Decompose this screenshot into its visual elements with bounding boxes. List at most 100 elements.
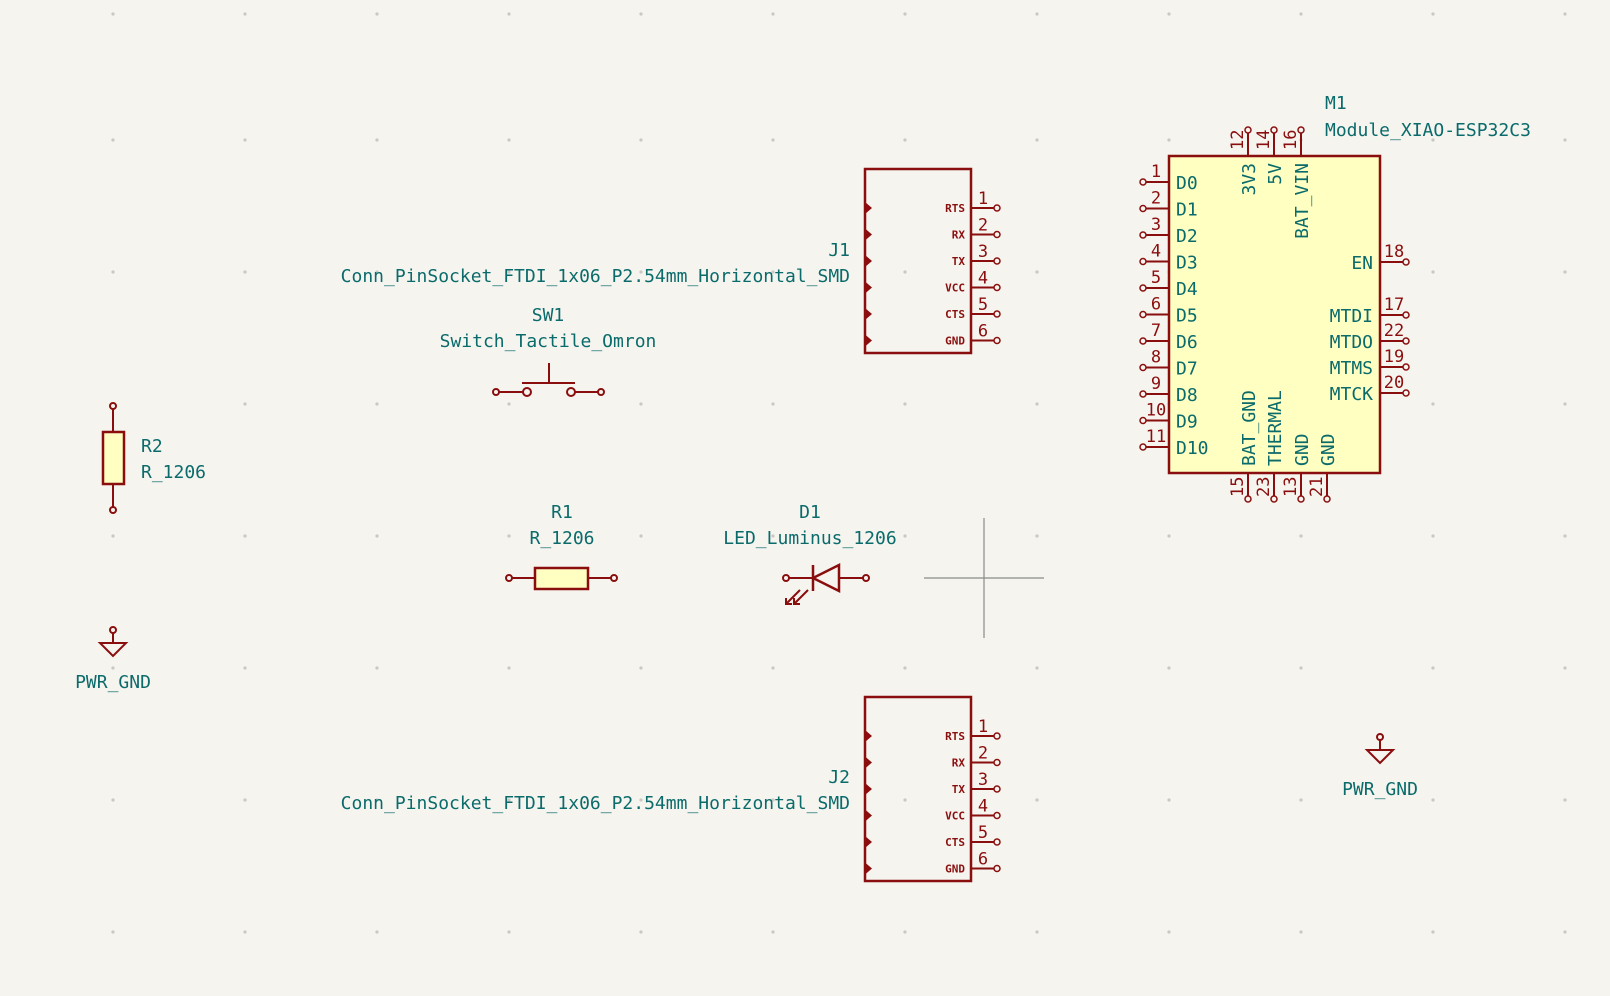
led-d1[interactable]: D1 LED_Luminus_1206 xyxy=(723,502,897,605)
pin-endpoint xyxy=(993,811,1001,820)
grid-dot xyxy=(1431,666,1435,670)
pin-endpoint xyxy=(993,283,1001,292)
grid-dot xyxy=(507,138,511,142)
pin-number: 9 xyxy=(1151,374,1161,394)
pin-name: MTMS xyxy=(1330,358,1373,379)
grid-dot xyxy=(243,798,247,802)
pin-number: 12 xyxy=(1228,130,1248,150)
pin-number: 4 xyxy=(978,797,988,817)
grid-dot xyxy=(1167,930,1171,934)
pin-number: 10 xyxy=(1146,401,1166,421)
pin-endpoint xyxy=(1139,443,1147,451)
grid-dot xyxy=(1035,534,1039,538)
grid-dot xyxy=(1299,666,1303,670)
pin-name: CTS xyxy=(945,836,965,849)
pin-endpoint xyxy=(993,864,1001,873)
grid-dot xyxy=(771,798,775,802)
sw1-reference: SW1 xyxy=(532,305,565,326)
r2-reference: R2 xyxy=(141,436,163,457)
grid-dot xyxy=(1035,12,1039,16)
socket-contact-icon xyxy=(865,255,872,267)
grid-dot xyxy=(639,666,643,670)
resistor-r2[interactable]: R2 R_1206 xyxy=(101,402,206,514)
grid-dot xyxy=(111,798,115,802)
pin-name: RX xyxy=(952,757,966,770)
grid-dot xyxy=(507,402,511,406)
grid-dot xyxy=(111,270,115,274)
grid-dot xyxy=(111,534,115,538)
pin-name: EN xyxy=(1351,253,1373,274)
power-ground-right[interactable]: PWR_GND xyxy=(1342,733,1418,800)
socket-contact-icon xyxy=(865,308,872,320)
module-m1[interactable]: M1 Module_XIAO-ESP32C3 1D02D13D24D35D46D… xyxy=(1139,93,1531,503)
grid-dot xyxy=(639,402,643,406)
pin-number: 6 xyxy=(978,850,988,870)
grid-dot xyxy=(507,534,511,538)
pin-name: GND xyxy=(945,863,965,876)
grid-dot xyxy=(1167,12,1171,16)
pin-number: 1 xyxy=(1151,162,1161,182)
pin-endpoint xyxy=(993,758,1001,767)
pin-name: GND xyxy=(1318,433,1339,466)
pin-name: MTDO xyxy=(1330,332,1373,353)
pin-number: 21 xyxy=(1307,477,1327,497)
grid-dot xyxy=(375,12,379,16)
pin-endpoint xyxy=(1139,363,1147,372)
pin-endpoint xyxy=(993,838,1001,846)
pin-name: GND xyxy=(945,335,965,348)
pin-name: BAT_GND xyxy=(1239,390,1260,466)
grid-dot xyxy=(639,798,643,802)
grid-dot xyxy=(1563,930,1567,934)
grid-dot xyxy=(771,534,775,538)
resistor-r1[interactable]: R1 R_1206 xyxy=(505,502,618,591)
grid-dot xyxy=(1167,534,1171,538)
grid-dot xyxy=(375,402,379,406)
socket-contact-icon xyxy=(865,202,872,214)
grid-dot xyxy=(903,666,907,670)
r2-value: R_1206 xyxy=(141,462,206,483)
pin-number: 19 xyxy=(1384,347,1404,367)
grid-dot xyxy=(771,12,775,16)
pin-endpoint xyxy=(1297,126,1305,134)
pin-name: RX xyxy=(952,229,966,242)
grid-dot xyxy=(903,930,907,934)
pin-endpoint xyxy=(1139,337,1147,345)
pin-name: 3V3 xyxy=(1239,163,1260,196)
grid-dot xyxy=(1563,12,1567,16)
pin-number: 15 xyxy=(1228,477,1248,497)
ground-symbol-left xyxy=(97,626,129,658)
socket-contact-icon xyxy=(865,862,872,875)
grid-dot xyxy=(1431,138,1435,142)
grid-dot xyxy=(507,930,511,934)
grid-dot xyxy=(1563,534,1567,538)
grid-dot xyxy=(1299,534,1303,538)
grid-dot xyxy=(507,270,511,274)
resistor-r2-symbol xyxy=(101,402,126,514)
grid-dot xyxy=(1431,798,1435,802)
power-ground-left[interactable]: PWR_GND xyxy=(75,626,151,693)
pin-number: 7 xyxy=(1151,321,1161,341)
grid-dot xyxy=(1299,798,1303,802)
pin-number: 17 xyxy=(1384,295,1404,315)
grid-dot xyxy=(243,666,247,670)
grid-dot xyxy=(1035,666,1039,670)
grid-dot xyxy=(243,930,247,934)
grid-dot xyxy=(243,138,247,142)
grid-dot xyxy=(243,402,247,406)
grid-dot xyxy=(1563,798,1567,802)
led-symbol xyxy=(782,562,870,605)
pin-name: VCC xyxy=(945,810,965,823)
switch-sw1[interactable]: SW1 Switch_Tactile_Omron xyxy=(440,305,657,397)
grid-dot xyxy=(111,930,115,934)
pin-endpoint xyxy=(993,230,1001,239)
pin-endpoint xyxy=(1402,389,1410,397)
socket-contact-icon xyxy=(865,783,872,795)
pin-endpoint xyxy=(1402,337,1410,345)
pin-endpoint xyxy=(1402,311,1410,319)
pin-number: 3 xyxy=(1151,215,1161,235)
grid-dot xyxy=(639,12,643,16)
